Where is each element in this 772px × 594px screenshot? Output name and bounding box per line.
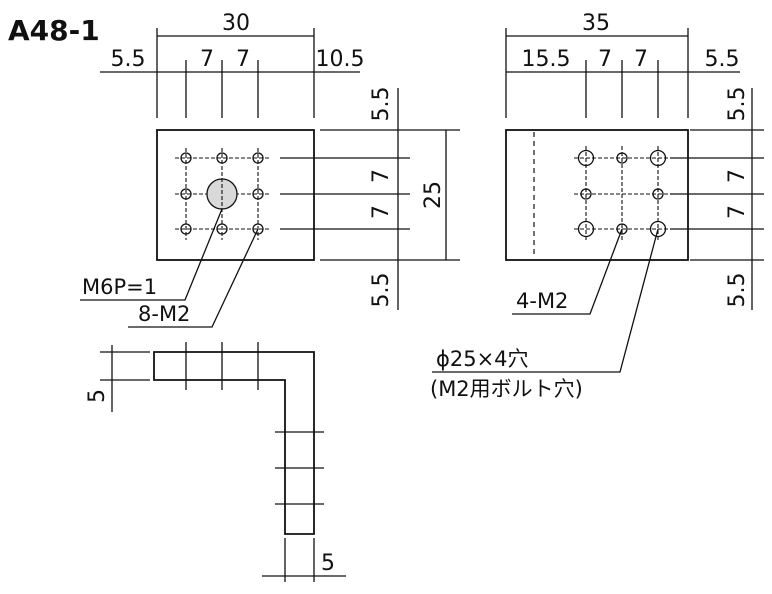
dim-thickness-bottom: 5 <box>321 551 335 576</box>
dim-front-pitch-b: 7 <box>236 47 250 72</box>
dim-side-bottom-offset: 5.5 <box>725 273 750 308</box>
leader-side-tapped <box>512 228 623 315</box>
note-tapped-holes-side: 4-M2 <box>516 289 568 313</box>
front-view-body <box>156 129 315 261</box>
dim-side-v-pitch-a: 7 <box>725 169 750 183</box>
dim-front-bottom-offset: 5.5 <box>369 273 394 308</box>
dim-front-right-offset: 10.5 <box>316 47 365 72</box>
front-view: 30 5.5 7 7 10.5 <box>80 11 460 328</box>
note-tapped-holes-front: 8-M2 <box>138 302 190 326</box>
front-hole-pattern <box>180 148 264 240</box>
dim-thickness-left: 5 <box>85 389 110 403</box>
side-hole-pattern <box>574 146 670 241</box>
dim-side-left-offset: 15.5 <box>522 47 571 72</box>
dim-side-v-pitch-b: 7 <box>725 205 750 219</box>
note-through-holes-sub: (M2用ボルト穴) <box>430 377 583 401</box>
part-number-title: A48-1 <box>8 14 100 47</box>
note-through-holes: ϕ25×4穴 <box>436 347 529 371</box>
dim-front-width: 30 <box>222 11 250 36</box>
dim-side-width: 35 <box>582 11 610 36</box>
dim-front-top-offset: 5.5 <box>369 87 394 122</box>
leader-center-hole <box>80 208 223 301</box>
dim-side-top-offset: 5.5 <box>725 87 750 122</box>
note-center-hole: M6P=1 <box>82 275 157 299</box>
leader-side-through <box>432 228 659 373</box>
dim-side-pitch-b: 7 <box>634 47 648 72</box>
side-view-body <box>505 129 689 261</box>
dim-side-right-offset: 5.5 <box>705 47 740 72</box>
dim-front-v-pitch-b: 7 <box>369 205 394 219</box>
leader-tapped-holes <box>128 228 259 328</box>
dim-front-height: 25 <box>421 181 446 209</box>
dim-side-pitch-a: 7 <box>598 47 612 72</box>
l-angle-profile <box>153 351 315 535</box>
section-view: 5 5 <box>85 342 346 582</box>
dim-front-left-offset: 5.5 <box>111 47 146 72</box>
dim-front-pitch-a: 7 <box>200 47 214 72</box>
side-view: 35 15.5 7 7 5.5 5.5 <box>430 11 764 401</box>
dim-front-v-pitch-a: 7 <box>369 169 394 183</box>
